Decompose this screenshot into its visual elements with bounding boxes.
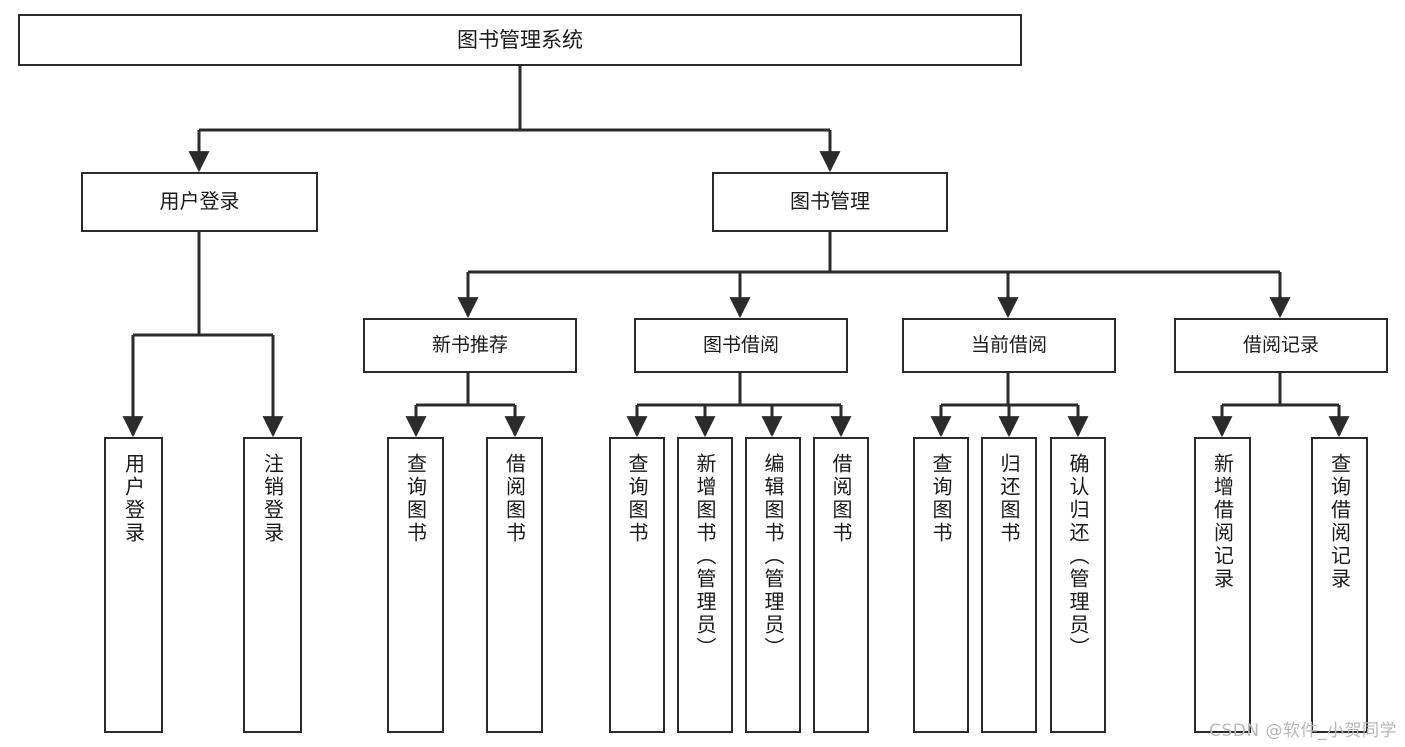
node-leaf-user-login[interactable]: 用户登录 [104, 437, 163, 733]
watermark: CSDN @软件_小贺同学 [1209, 721, 1397, 741]
node-new-book-rec-label: 新书推荐 [431, 334, 508, 357]
node-leaf-query-record-label: 查询借阅记录 [1327, 453, 1352, 591]
node-borrow-record[interactable]: 借阅记录 [1174, 318, 1388, 373]
node-leaf-borrow-book-2-label: 借阅图书 [829, 453, 853, 545]
node-leaf-borrow-book-1-label: 借阅图书 [502, 453, 527, 545]
node-leaf-return-book[interactable]: 归还图书 [981, 437, 1037, 733]
node-leaf-borrow-book-2[interactable]: 借阅图书 [813, 437, 869, 733]
node-leaf-query-book-2-label: 查询图书 [625, 453, 649, 545]
node-leaf-edit-book-label: 编辑图书（管理员） [761, 453, 785, 660]
node-leaf-borrow-book-1[interactable]: 借阅图书 [486, 437, 543, 733]
node-leaf-confirm-return[interactable]: 确认归还（管理员） [1050, 437, 1106, 733]
node-book-borrow[interactable]: 图书借阅 [634, 318, 848, 373]
node-book-borrow-label: 图书借阅 [702, 334, 779, 357]
node-leaf-query-record[interactable]: 查询借阅记录 [1311, 437, 1368, 733]
node-leaf-user-login-label: 用户登录 [121, 453, 146, 545]
node-leaf-query-book-1-label: 查询图书 [403, 453, 428, 545]
node-leaf-query-book-3-label: 查询图书 [929, 453, 953, 545]
node-leaf-return-book-label: 归还图书 [997, 453, 1021, 545]
node-leaf-confirm-return-label: 确认归还（管理员） [1066, 453, 1090, 660]
node-book-manage[interactable]: 图书管理 [712, 172, 948, 232]
node-leaf-edit-book[interactable]: 编辑图书（管理员） [745, 437, 801, 733]
node-book-manage-label: 图书管理 [790, 189, 870, 214]
node-leaf-query-book-2[interactable]: 查询图书 [609, 437, 665, 733]
node-leaf-add-book[interactable]: 新增图书（管理员） [677, 437, 733, 733]
node-leaf-query-book-3[interactable]: 查询图书 [913, 437, 969, 733]
node-leaf-add-record[interactable]: 新增借阅记录 [1194, 437, 1251, 733]
node-borrow-record-label: 借阅记录 [1242, 334, 1319, 357]
node-leaf-logout-label: 注销登录 [260, 453, 285, 545]
node-new-book-rec[interactable]: 新书推荐 [363, 318, 577, 373]
node-leaf-add-record-label: 新增借阅记录 [1210, 453, 1235, 591]
node-leaf-logout[interactable]: 注销登录 [243, 437, 302, 733]
node-current-borrow-label: 当前借阅 [970, 334, 1047, 357]
node-root-label: 图书管理系统 [457, 27, 583, 52]
node-current-borrow[interactable]: 当前借阅 [902, 318, 1116, 373]
node-root[interactable]: 图书管理系统 [18, 14, 1022, 66]
node-user-login-label: 用户登录 [159, 189, 240, 214]
node-leaf-add-book-label: 新增图书（管理员） [693, 453, 717, 660]
node-leaf-query-book-1[interactable]: 查询图书 [387, 437, 444, 733]
node-user-login[interactable]: 用户登录 [81, 172, 318, 232]
